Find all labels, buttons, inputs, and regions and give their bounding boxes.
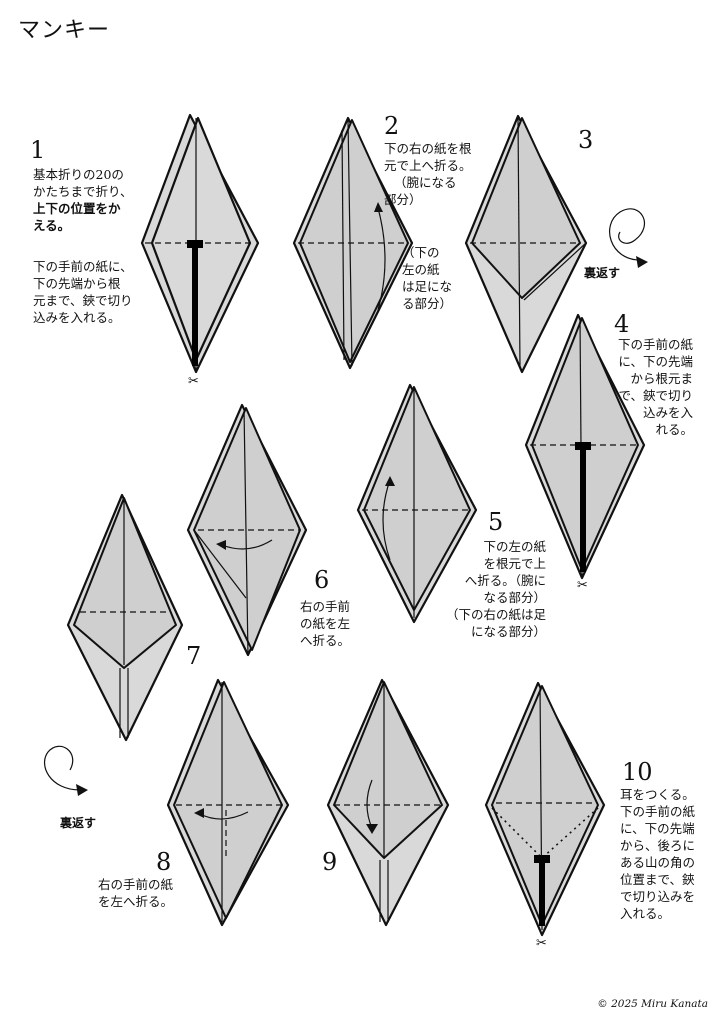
step5-figure [356,383,478,624]
step-1-bold-2: える。 [33,218,71,233]
step-4-line-5: 込みを入 [643,405,694,420]
step-5-text: 下の左の紙を根元で上へ折る。（腕になる部分） （下の右の紙は足になる部分） [446,538,546,640]
step-10-line-4: から、後ろに [620,838,696,853]
step4-figure [524,313,646,580]
step-1-line-6: 込みを入れる。 [33,310,121,325]
step-4-line-3: から根元ま [630,371,694,386]
step-7-number: 7 [186,642,202,670]
step-2-text: 下の右の紙を根元で上へ折る。 （腕になる部分） [384,140,472,208]
step-9-number: 9 [322,848,338,876]
step-2-text-2: （下の左の紙は足になる部分） [402,244,452,312]
step-10-line-6: 位置まで、鋏 [620,872,695,887]
step-1-line-4: 下の先端から根 [33,276,121,291]
step-3-number: 3 [578,126,594,154]
step-4-line-1: 下の手前の紙 [618,337,694,352]
step-5-line-1: 下の左の紙 [483,539,547,554]
step-1-bold-1: 上下の位置をか [33,201,121,216]
step-4-text: 下の手前の紙に、下の先端から根元まで、鋏で切り込みを入れる。 [618,336,693,438]
step-2-line-6: 左の紙 [402,262,440,277]
step-10-line-7: で切り込みを [620,889,696,904]
step1-figure [140,113,260,374]
step-2-line-2: 元で上へ折る。 [384,158,472,173]
step6-figure [186,403,308,657]
step-8-text: 右の手前の紙を左へ折る。 [98,876,173,910]
step-2-line-5: （下の [402,245,440,260]
step-8-line-2: を左へ折る。 [98,894,174,909]
step-5-line-5: （下の右の紙は足 [446,607,547,622]
step-1-line-2: かたちまで折り、 [33,184,133,199]
step-1-line-5: 元まで、鋏で切り [33,293,133,308]
step-4-line-6: れる。 [655,422,694,437]
step-2-number: 2 [384,112,400,140]
step-1-line-1: 基本折りの20の [33,167,124,182]
scissors-icon-2: ✂ [577,578,588,593]
page-title: マンキー [18,18,111,43]
step-10-line-5: ある山の角の [620,855,696,870]
step-10-line-3: に、下の先端 [620,821,695,836]
step2-figure [292,116,414,370]
step-1-line-3: 下の手前の紙に、 [33,259,133,274]
step-2-line-1: 下の右の紙を根 [384,141,472,156]
step-6-line-1: 右の手前 [300,599,351,614]
step-4-number: 4 [614,310,630,338]
step-1-number: 1 [30,136,46,164]
step-10-line-8: 入れる。 [620,906,671,921]
step-4-line-2: に、下の先端 [618,354,694,369]
step-8-line-1: 右の手前の紙 [98,877,174,892]
step-6-number: 6 [314,566,330,594]
step-2-line-7: は足にな [402,279,453,294]
step-10-number: 10 [622,758,653,786]
step-5-line-6: になる部分） [471,624,547,639]
step8-figure [166,678,290,927]
step-2-line-8: る部分） [402,296,453,311]
step9-figure [326,678,450,927]
step3-figure [464,114,648,374]
step10-figure [484,681,606,937]
scissors-icon: ✂ [188,374,199,389]
step7-figure [43,493,184,796]
step-4-line-4: で、鋏で切り [618,388,694,403]
step-1-text-2: 下の手前の紙に、下の先端から根元まで、鋏で切り込みを入れる。 [33,258,133,326]
step-2-line-3: （腕になる [394,175,457,190]
step-5-number: 5 [488,508,504,536]
step-6-line-2: の紙を左 [300,616,351,631]
step-8-number: 8 [156,848,172,876]
step-5-line-2: を根元で上 [483,556,547,571]
step-10-line-2: 下の手前の紙 [620,804,696,819]
step-10-line-1: 耳をつくる。 [620,787,695,802]
step-5-line-3: へ折る。（腕に [464,573,547,588]
flip-label-1: 裏返す [584,266,621,280]
step-2-line-4: 部分） [384,192,422,207]
copyright: © 2025 Miru Kanata [597,998,708,1010]
step-1-text: 基本折りの20のかたちまで折り、上下の位置をかえる。 [33,166,133,234]
step-10-text: 耳をつくる。下の手前の紙に、下の先端から、後ろにある山の角の位置まで、鋏で切り込… [620,786,695,922]
step-6-text: 右の手前の紙を左へ折る。 [300,598,350,649]
scissors-icon-3: ✂ [536,936,547,951]
flip-label-2: 裏返す [60,816,97,830]
step-5-line-4: なる部分） [483,590,547,605]
step-6-line-3: へ折る。 [300,633,351,648]
